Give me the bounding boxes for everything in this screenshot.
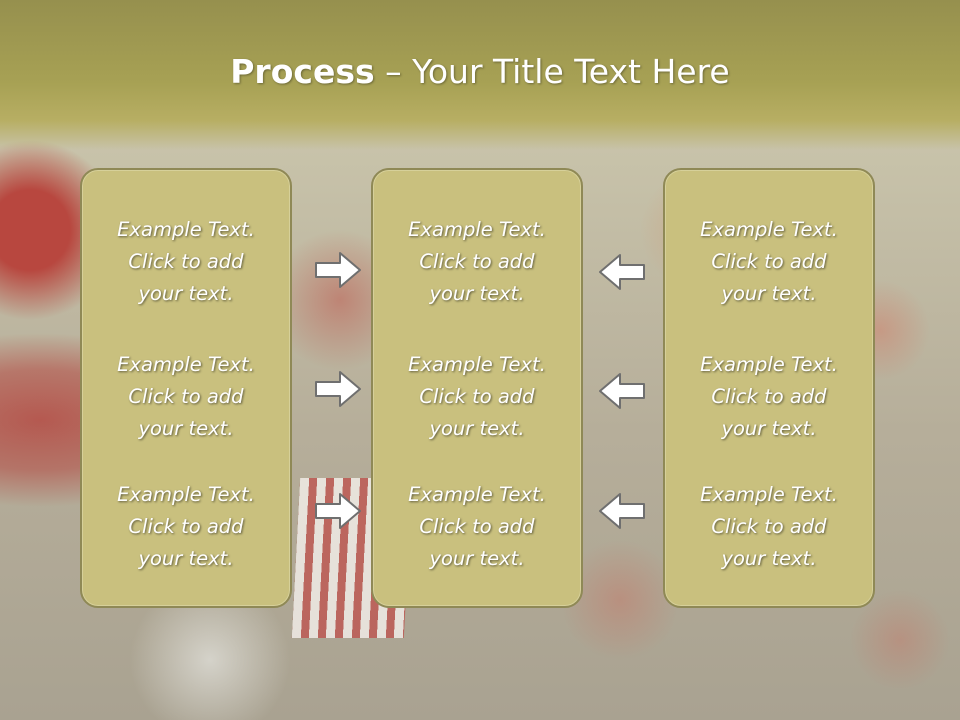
- text-line: your text.: [138, 282, 234, 305]
- process-card-center[interactable]: Example Text. Click to add your text. Ex…: [371, 168, 583, 608]
- title-rest: – Your Title Text Here: [374, 52, 730, 91]
- text-line: Click to add: [711, 385, 827, 408]
- text-line: Example Text.: [117, 483, 255, 506]
- text-placeholder[interactable]: Example Text. Click to add your text.: [373, 214, 581, 310]
- arrow-right-icon: [315, 371, 361, 407]
- text-line: Click to add: [419, 385, 535, 408]
- text-line: Click to add: [419, 515, 535, 538]
- text-line: Click to add: [711, 515, 827, 538]
- text-placeholder[interactable]: Example Text. Click to add your text.: [665, 214, 873, 310]
- process-card-right[interactable]: Example Text. Click to add your text. Ex…: [663, 168, 875, 608]
- text-line: your text.: [721, 417, 817, 440]
- text-line: Click to add: [128, 515, 244, 538]
- text-placeholder[interactable]: Example Text. Click to add your text.: [373, 349, 581, 445]
- text-line: Example Text.: [700, 353, 838, 376]
- text-line: Click to add: [711, 250, 827, 273]
- arrow-left-icon: [599, 493, 645, 529]
- text-line: Click to add: [128, 250, 244, 273]
- text-line: your text.: [138, 547, 234, 570]
- text-line: your text.: [429, 282, 525, 305]
- text-line: Example Text.: [117, 218, 255, 241]
- text-line: Example Text.: [408, 353, 546, 376]
- arrow-right-icon: [315, 252, 361, 288]
- text-placeholder[interactable]: Example Text. Click to add your text.: [665, 349, 873, 445]
- text-line: your text.: [429, 417, 525, 440]
- slide-title[interactable]: Process – Your Title Text Here: [0, 52, 960, 91]
- arrow-left-icon: [599, 373, 645, 409]
- text-line: Click to add: [128, 385, 244, 408]
- text-line: your text.: [138, 417, 234, 440]
- text-line: Example Text.: [117, 353, 255, 376]
- title-bar: [0, 0, 960, 150]
- text-line: your text.: [429, 547, 525, 570]
- text-placeholder[interactable]: Example Text. Click to add your text.: [665, 479, 873, 575]
- text-line: your text.: [721, 282, 817, 305]
- text-placeholder[interactable]: Example Text. Click to add your text.: [82, 349, 290, 445]
- text-line: Example Text.: [700, 218, 838, 241]
- text-line: Example Text.: [408, 483, 546, 506]
- arrow-right-icon: [315, 493, 361, 529]
- process-card-left[interactable]: Example Text. Click to add your text. Ex…: [80, 168, 292, 608]
- arrow-left-icon: [599, 254, 645, 290]
- text-line: Example Text.: [408, 218, 546, 241]
- text-placeholder[interactable]: Example Text. Click to add your text.: [82, 214, 290, 310]
- text-line: your text.: [721, 547, 817, 570]
- text-placeholder[interactable]: Example Text. Click to add your text.: [373, 479, 581, 575]
- title-bold: Process: [230, 52, 375, 91]
- text-placeholder[interactable]: Example Text. Click to add your text.: [82, 479, 290, 575]
- text-line: Example Text.: [700, 483, 838, 506]
- text-line: Click to add: [419, 250, 535, 273]
